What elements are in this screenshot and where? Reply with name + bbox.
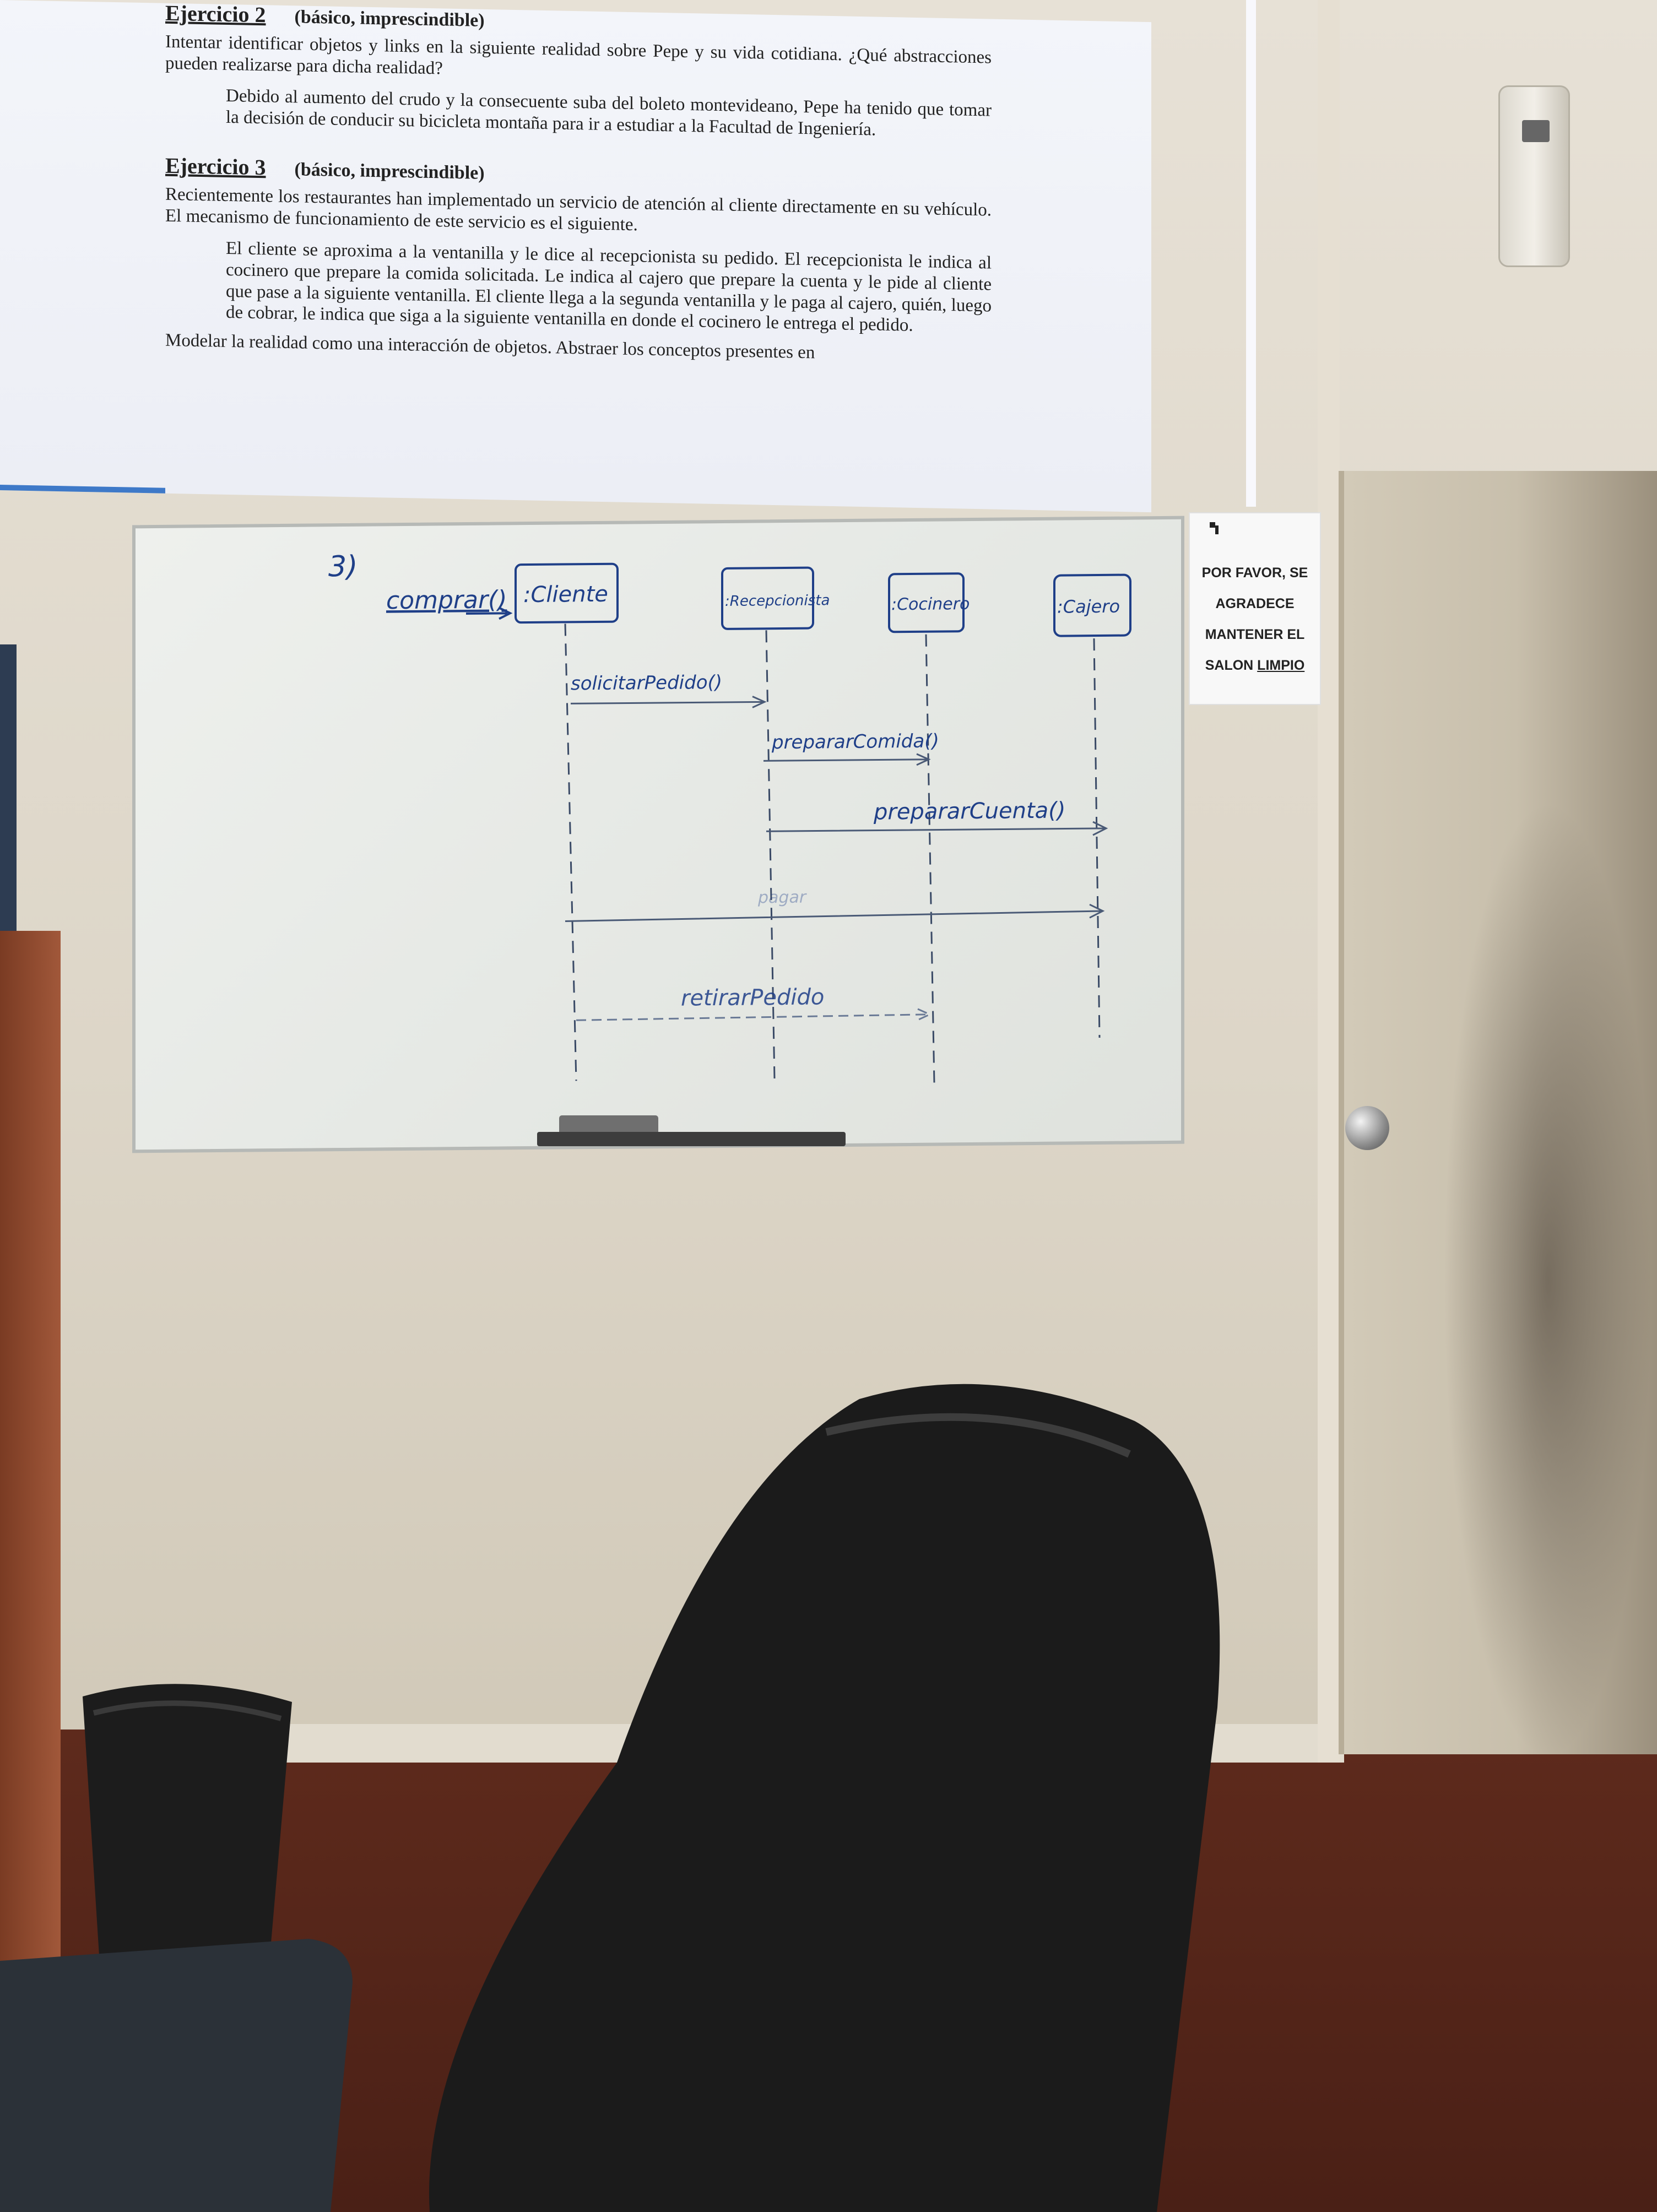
cleanliness-notice: POR FAVOR, SE AGRADECE MANTENER EL SALON… — [1189, 512, 1321, 705]
wooden-cabinet — [0, 931, 61, 1977]
door-frame — [1318, 0, 1340, 1763]
actor-box-cajero — [1053, 573, 1131, 637]
trash-bin — [83, 1684, 292, 1955]
message-4-arrow — [565, 903, 1105, 922]
message-5-arrow — [576, 1008, 932, 1021]
message-3-label: prepararCuenta() — [873, 798, 1065, 825]
lifeline-cliente — [564, 624, 577, 1081]
notice-line-1: POR FAVOR, SE — [1201, 565, 1308, 581]
actor-label-cajero: :Cajero — [1057, 596, 1120, 617]
projector-screen-edge — [1246, 0, 1256, 507]
notice-line-3: MANTENER EL — [1205, 627, 1305, 642]
actor-label-cocinero: :Cocinero — [891, 594, 970, 614]
dispenser-window — [1522, 120, 1550, 142]
message-3-arrow — [766, 821, 1108, 836]
message-5-label: retirarPedido — [681, 984, 824, 1011]
air-freshener-dispenser — [1498, 85, 1570, 267]
actor-label-cliente: :Cliente — [523, 582, 608, 608]
actor-box-cliente — [515, 562, 619, 624]
message-2-arrow — [763, 753, 931, 766]
wall-poster-edge — [0, 644, 17, 931]
university-logo-icon — [1210, 522, 1219, 534]
grey-chair-back — [0, 1939, 353, 2212]
message-1-label: solicitarPedido() — [571, 671, 722, 695]
message-4-label: pagar — [757, 888, 807, 908]
marker-tray — [537, 1132, 846, 1146]
lifeline-cocinero — [925, 634, 935, 1083]
door-knob — [1345, 1106, 1389, 1150]
sequence-diagram: 3) :Cliente :Recepcionista :Cocinero :Ca… — [328, 550, 1131, 1083]
exercise-number: 3) — [328, 550, 358, 583]
notice-line-4-prefix: SALON — [1205, 658, 1258, 673]
notice-line-4: SALON LIMPIO — [1190, 650, 1320, 681]
lifeline-cajero — [1093, 638, 1101, 1038]
notice-line-2: AGRADECE — [1215, 596, 1295, 611]
actor-box-cocinero — [888, 572, 965, 633]
actor-box-recepcionista — [721, 566, 814, 630]
whiteboard: 3) :Cliente :Recepcionista :Cocinero :Ca… — [132, 516, 1184, 1153]
message-1-arrow — [571, 696, 767, 708]
entry-message-label: comprar() — [386, 585, 507, 615]
entry-arrow — [466, 606, 513, 620]
chair-highlight — [825, 1413, 1131, 1458]
notice-line-4-emphasis: LIMPIO — [1257, 658, 1305, 673]
lifeline-recepcionista — [765, 630, 776, 1080]
message-2-label: prepararComida() — [771, 730, 939, 754]
actor-label-recepcionista: :Recepcionista — [725, 592, 830, 610]
black-leather-chair-back — [429, 1384, 1220, 2212]
person-shadow — [1443, 799, 1653, 1763]
